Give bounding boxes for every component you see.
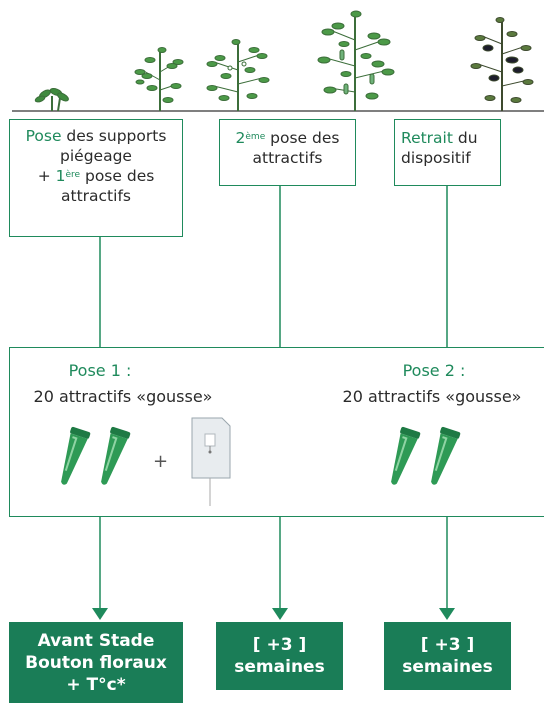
trap-card-icon (191, 417, 231, 506)
plant-stage-1 (34, 88, 69, 112)
step-box-first-placement: Pose des supports piégeage + 1ère pose d… (9, 119, 183, 237)
arrow-head-1 (92, 608, 108, 620)
plus-sign: + (153, 451, 169, 472)
plant-stage-4 (317, 10, 395, 111)
plant-stage-2 (134, 47, 184, 111)
arrow-head-2 (272, 608, 288, 620)
pose-2-description: 20 attractifs «gousse» (342, 387, 522, 406)
timing-box-before-bud-stage: Avant Stade Bouton floraux + T°c* (9, 622, 183, 703)
attractant-placements-box: Pose 1 : 20 attractifs «gousse» Pose 2 :… (9, 347, 544, 517)
tube-icon (61, 426, 131, 485)
step-box-second-placement: 2ème pose des attractifs (219, 119, 356, 186)
tube-icon (391, 426, 461, 485)
retrait-keyword: Retrait (401, 129, 453, 147)
timing-box-plus-3-weeks-1: [ +3 ] semaines (216, 622, 343, 690)
plant-stage-5 (470, 17, 534, 111)
plant-stage-3 (206, 39, 270, 111)
pose-2-title: Pose 2 : (402, 361, 466, 380)
step-box-removal: Retrait du dispositif (394, 119, 501, 186)
pose-1-title: Pose 1 : (68, 361, 132, 380)
pose-keyword: Pose (25, 127, 62, 145)
arrow-head-3 (439, 608, 455, 620)
timing-box-plus-3-weeks-2: [ +3 ] semaines (384, 622, 511, 690)
plant-stages-illustration (12, 10, 544, 112)
pose-1-description: 20 attractifs «gousse» (33, 387, 213, 406)
